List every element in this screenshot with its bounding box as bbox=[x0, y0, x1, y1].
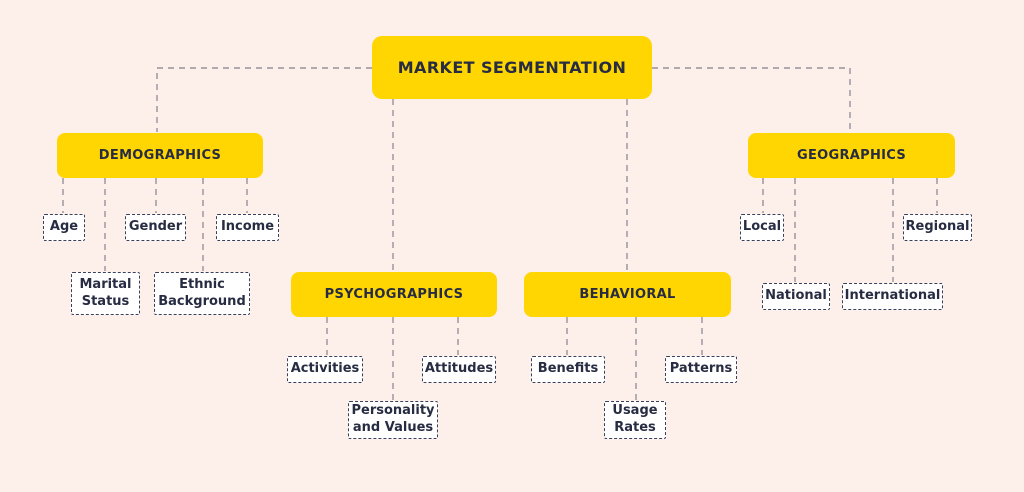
node-activities: Activities bbox=[287, 356, 363, 383]
node-ethnic-background: Ethnic Background bbox=[154, 272, 250, 315]
node-usage-rates: Usage Rates bbox=[604, 401, 666, 439]
node-market-segmentation: MARKET SEGMENTATION bbox=[372, 36, 652, 99]
node-geographics: GEOGRAPHICS bbox=[748, 133, 955, 178]
node-marital-status: Marital Status bbox=[71, 272, 140, 315]
node-local: Local bbox=[740, 214, 784, 241]
node-behavioral: BEHAVIORAL bbox=[524, 272, 731, 317]
node-benefits: Benefits bbox=[531, 356, 605, 383]
node-demographics: DEMOGRAPHICS bbox=[57, 133, 263, 178]
connector-root-geographics bbox=[652, 67, 851, 132]
node-personality-and-values: Personality and Values bbox=[348, 401, 438, 439]
node-gender: Gender bbox=[125, 214, 186, 241]
connector-root-demographics bbox=[156, 67, 372, 132]
node-regional: Regional bbox=[903, 214, 972, 241]
node-national: National bbox=[762, 283, 830, 310]
node-income: Income bbox=[216, 214, 279, 241]
node-attitudes: Attitudes bbox=[422, 356, 496, 383]
node-psychographics: PSYCHOGRAPHICS bbox=[291, 272, 497, 317]
node-age: Age bbox=[43, 214, 85, 241]
node-international: International bbox=[842, 283, 943, 310]
node-patterns: Patterns bbox=[665, 356, 737, 383]
